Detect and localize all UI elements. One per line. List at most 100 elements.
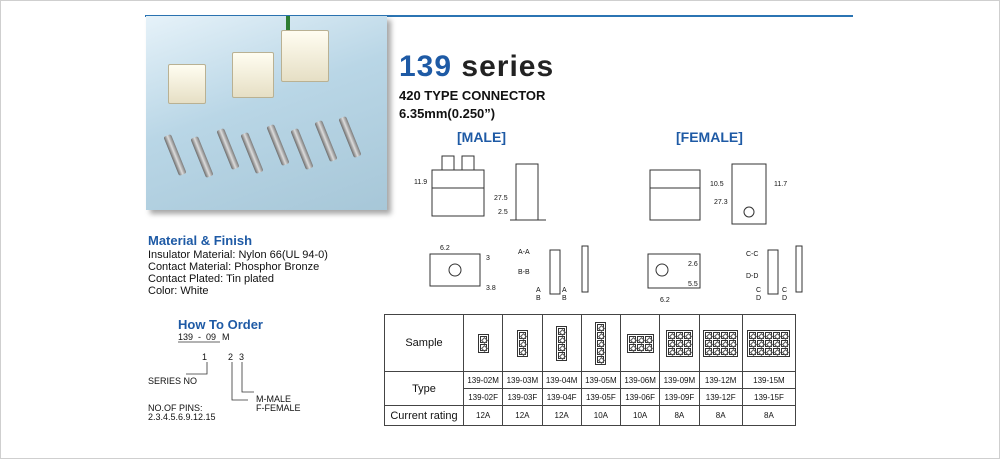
order-code-diagram: 139 - 09 M 1 2 3 bbox=[178, 332, 254, 401]
sample-cell bbox=[580, 314, 622, 372]
pin-cavity bbox=[518, 331, 526, 339]
female-bottom-view bbox=[647, 253, 701, 289]
table-row-type-female: 139-02F 139-03F 139-04F 139-05F 139-06F … bbox=[385, 388, 797, 406]
pin-cavity bbox=[765, 331, 773, 339]
section-label: A bbox=[536, 287, 541, 294]
type-female-cell: 139-02F bbox=[462, 388, 504, 406]
sample-pin-grid bbox=[626, 333, 654, 353]
section-label: B bbox=[562, 295, 567, 302]
male-section-label: [MALE] bbox=[457, 129, 506, 145]
series-no-label: SERIES NO bbox=[148, 376, 198, 386]
section-label: B bbox=[536, 295, 541, 302]
pin-cavity bbox=[644, 343, 652, 351]
sample-pin-grid bbox=[665, 329, 693, 357]
type-male-cell: 139-04M bbox=[541, 371, 582, 389]
pin-cavity bbox=[628, 343, 636, 351]
female-terminal-view bbox=[767, 249, 779, 295]
terminal-pin-image bbox=[338, 116, 362, 158]
pin-cavity bbox=[757, 347, 765, 355]
section-label: A-A bbox=[518, 249, 530, 256]
connector-4pin-image bbox=[281, 30, 329, 82]
material-title: Material & Finish bbox=[148, 233, 253, 248]
type-female-cell: 139-05F bbox=[580, 388, 622, 406]
pins-label: NO.OF PINS: bbox=[148, 403, 203, 413]
section-label: D bbox=[756, 295, 761, 302]
type-male-cell: 139-06M bbox=[619, 371, 661, 389]
female-front-view bbox=[649, 169, 701, 221]
rating-cell: 10A bbox=[580, 405, 622, 426]
pin-cavity bbox=[683, 347, 691, 355]
terminal-pin-image bbox=[240, 132, 264, 174]
terminal-pin-image bbox=[190, 136, 214, 178]
pin-cavity bbox=[675, 347, 683, 355]
pin-cavity bbox=[705, 331, 713, 339]
rating-cell: 10A bbox=[619, 405, 661, 426]
pin-cavity bbox=[765, 347, 773, 355]
pin-cavity bbox=[749, 331, 757, 339]
series-title: 139 series bbox=[399, 50, 554, 84]
dim-label: 6.2 bbox=[660, 297, 670, 304]
section-label: C bbox=[756, 287, 761, 294]
pin-cavity bbox=[644, 335, 652, 343]
section-label: C-C bbox=[746, 251, 758, 258]
type-female-cell: 139-15F bbox=[741, 388, 797, 406]
pin-cavity bbox=[749, 339, 757, 347]
sample-pin-grid bbox=[556, 325, 568, 361]
sample-pin-grid bbox=[477, 333, 489, 353]
row-label-sample: Sample bbox=[384, 314, 464, 372]
order-index-2: 2 bbox=[228, 352, 233, 362]
dim-label: 3.8 bbox=[486, 285, 496, 292]
type-female-cell: 139-04F bbox=[541, 388, 582, 406]
sample-cell bbox=[462, 314, 504, 372]
dim-label: 27.5 bbox=[494, 195, 508, 202]
sample-pin-grid bbox=[703, 329, 739, 357]
pin-cavity bbox=[729, 331, 737, 339]
pin-cavity bbox=[713, 339, 721, 347]
pin-cavity bbox=[749, 347, 757, 355]
pin-cavity bbox=[597, 355, 605, 363]
pin-cavity bbox=[518, 347, 526, 355]
pin-cavity bbox=[597, 339, 605, 347]
sample-pin-grid bbox=[516, 329, 528, 357]
pin-cavity bbox=[773, 347, 781, 355]
sample-cell bbox=[502, 314, 543, 372]
pin-cavity bbox=[675, 331, 683, 339]
pin-cavity bbox=[667, 339, 675, 347]
pin-cavity bbox=[518, 339, 526, 347]
female-section-label: [FEMALE] bbox=[676, 129, 743, 145]
pin-cavity bbox=[683, 339, 691, 347]
spec-table: Sample Type 139-02M 139-03M 139-04M 139-… bbox=[384, 314, 797, 426]
section-label: D-D bbox=[746, 273, 758, 280]
dim-label: 27.3 bbox=[714, 199, 728, 206]
pin-cavity bbox=[721, 339, 729, 347]
material-line: Contact Material: Phosphor Bronze bbox=[148, 261, 320, 273]
wire-image bbox=[286, 16, 290, 40]
how-to-order-title: How To Order bbox=[178, 317, 263, 332]
pin-cavity bbox=[721, 331, 729, 339]
male-front-view bbox=[431, 169, 485, 217]
connector-3pin-image bbox=[232, 52, 274, 98]
pin-cavity bbox=[721, 347, 729, 355]
material-line: Insulator Material: Nylon 66(UL 94-0) bbox=[148, 249, 328, 261]
type-female-cell: 139-06F bbox=[619, 388, 661, 406]
pin-cavity bbox=[683, 331, 691, 339]
dim-label: 11.7 bbox=[774, 181, 787, 188]
pin-cavity bbox=[558, 327, 566, 335]
order-code-series: 139 bbox=[178, 332, 193, 342]
pin-cavity bbox=[667, 347, 675, 355]
table-row-type-male: Type 139-02M 139-03M 139-04M 139-05M 139… bbox=[384, 371, 797, 406]
male-bottom-view bbox=[429, 253, 481, 287]
rating-cell: 8A bbox=[741, 405, 797, 426]
type-female-cell: 139-09F bbox=[659, 388, 700, 406]
dim-label: 2.5 bbox=[498, 209, 508, 216]
dim-label: 5.5 bbox=[688, 281, 698, 288]
sample-pin-grid bbox=[595, 321, 607, 365]
table-row-sample: Sample bbox=[384, 314, 797, 372]
sample-pin-grid bbox=[747, 329, 791, 357]
order-index-1: 1 bbox=[202, 352, 207, 362]
pin-cavity bbox=[729, 347, 737, 355]
row-label-type: Type bbox=[384, 371, 464, 406]
type-male-cell: 139-05M bbox=[580, 371, 622, 389]
type-male-cell: 139-03M bbox=[502, 371, 543, 389]
pin-cavity bbox=[479, 343, 487, 351]
